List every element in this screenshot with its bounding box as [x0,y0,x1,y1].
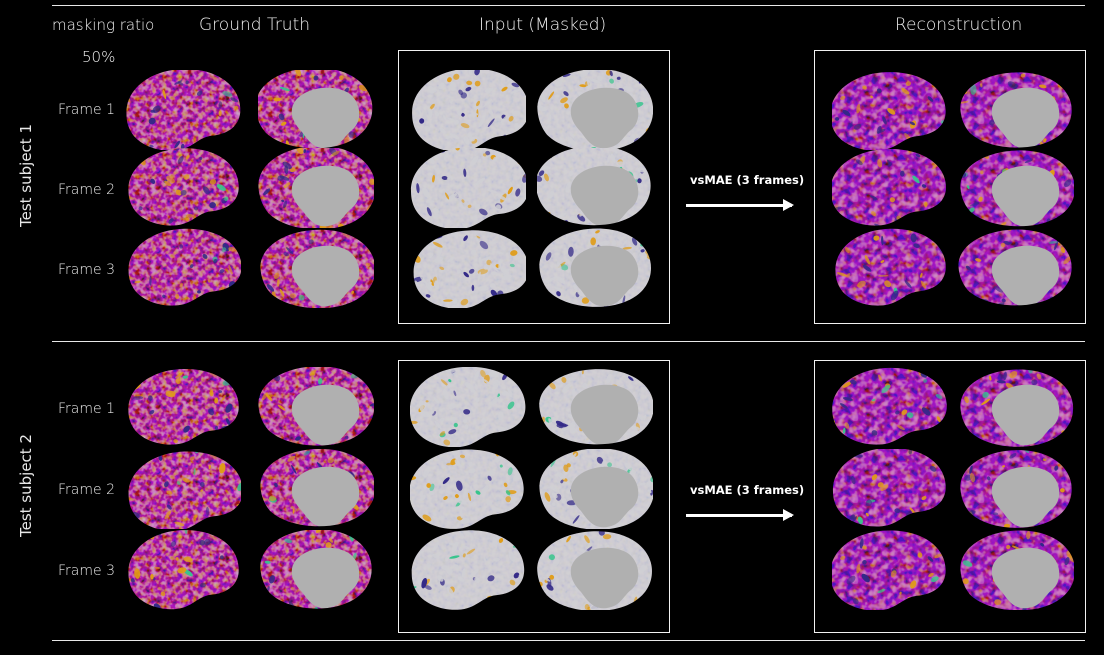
subject-1-frame-1-label: Frame 1 [58,102,115,118]
subject-1-input-panel [398,50,670,324]
bottom-divider [52,640,1085,641]
top-divider [52,5,1085,6]
subject-1-frame-2-label: Frame 2 [58,182,115,198]
brain-lateral-icon [832,367,947,445]
masking-ratio-value: 50% [82,48,116,66]
brain-medial-icon [537,70,653,150]
masking-ratio-label: masking ratio [52,16,155,34]
column-header-ground-truth: Ground Truth [199,15,311,35]
subject-2-arrow-label: vsMAE (3 frames) [690,483,805,497]
brain-medial-icon [958,229,1072,306]
brain-medial-icon [960,450,1072,528]
brain-lateral-icon [128,368,239,445]
middle-divider [52,341,1085,342]
subject-1-right-arrow-icon [686,199,794,211]
brain-lateral-icon [832,449,946,527]
subject-2-label: Test subject 2 [17,434,35,537]
subject-2-frame-3-label: Frame 3 [58,563,115,579]
subject-1-frame-3-label: Frame 3 [58,262,115,278]
brain-lateral-icon [412,70,526,150]
subject-2-right-arrow-icon [686,509,794,521]
brain-lateral-icon [410,367,526,447]
subject-2-reconstruction-panel [814,360,1086,633]
brain-lateral-icon [410,148,526,228]
brain-lateral-icon [128,228,241,306]
subject-2-input-panel [398,360,670,633]
brain-medial-icon [960,530,1074,610]
subject-1-reconstruction-panel [814,50,1086,324]
brain-medial-icon [960,369,1074,447]
brain-medial-icon [537,148,651,226]
brain-medial-icon [260,530,372,609]
brain-lateral-icon [413,230,526,308]
subject-2-frame-1-label: Frame 1 [58,401,115,417]
brain-lateral-icon [128,451,241,529]
brain-lateral-icon [832,72,946,150]
brain-lateral-icon [410,449,524,529]
subject-2-frame-2-label: Frame 2 [58,482,115,498]
subject-1-arrow-label: vsMAE (3 frames) [690,173,805,187]
brain-medial-icon [258,148,374,228]
brain-medial-icon [260,449,374,527]
brain-lateral-icon [835,228,946,306]
column-header-reconstruction: Reconstruction [895,15,1023,35]
brain-medial-icon [258,70,373,149]
brain-medial-icon [539,369,653,445]
brain-lateral-icon [128,530,239,610]
brain-medial-icon [539,449,653,529]
brain-lateral-icon [126,70,241,150]
brain-medial-icon [960,72,1072,148]
brain-medial-icon [537,531,652,610]
brain-medial-icon [260,229,374,308]
brain-medial-icon [258,367,374,446]
brain-lateral-icon [832,530,946,610]
subject-1-label: Test subject 1 [17,124,35,227]
brain-medial-icon [539,228,651,307]
brain-lateral-icon [832,148,947,226]
brain-lateral-icon [411,530,525,610]
column-header-input-masked: Input (Masked) [479,15,607,35]
brain-lateral-icon [128,148,239,226]
brain-medial-icon [960,150,1074,227]
